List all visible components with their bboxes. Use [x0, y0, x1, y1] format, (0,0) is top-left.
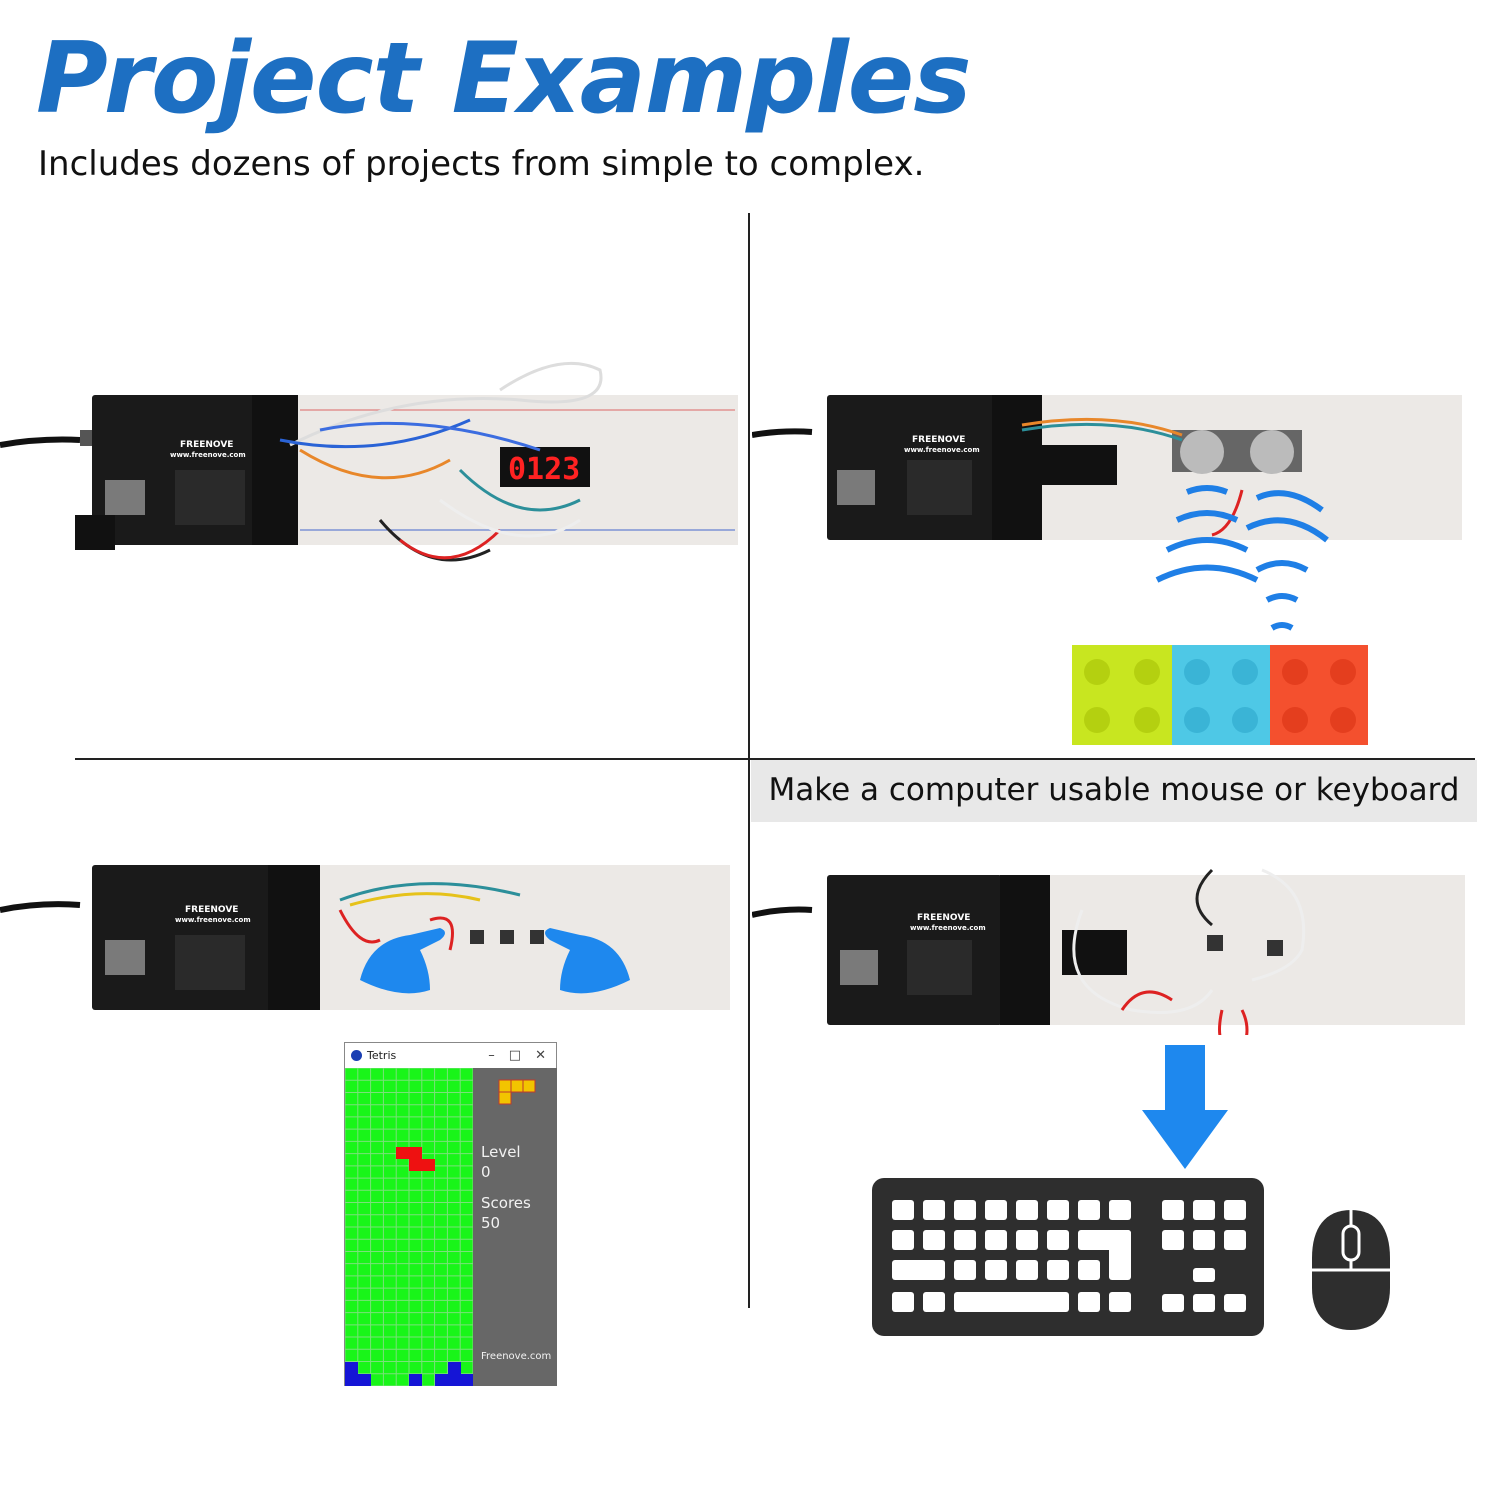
- panel-tetris-project: FREENOVE www.freenove.com: [0, 860, 745, 1020]
- board-url-2: www.freenove.com: [904, 446, 980, 454]
- keyboard-icon: [872, 1178, 1264, 1336]
- tetris-titlebar[interactable]: Tetris – □ ✕: [345, 1043, 556, 1068]
- tetris-window-title: Tetris: [367, 1049, 397, 1062]
- panel-hid-project: FREENOVE www.freenove.com: [752, 860, 1472, 1035]
- maximize-icon[interactable]: □: [508, 1048, 522, 1063]
- down-arrow-icon: [1140, 1045, 1230, 1170]
- callout-banner: Make a computer usable mouse or keyboard: [751, 760, 1477, 822]
- lego-brick-icon: [1072, 645, 1368, 745]
- display-digits: 0123: [508, 452, 580, 487]
- minimize-icon[interactable]: –: [488, 1048, 495, 1063]
- close-icon[interactable]: ✕: [535, 1048, 546, 1063]
- usb-cable-icon: [752, 428, 813, 438]
- usb-cable-icon: [752, 906, 813, 918]
- tetris-footer: Freenove.com: [481, 1351, 552, 1362]
- mouse-icon: [1310, 1208, 1392, 1332]
- next-piece-preview: [498, 1079, 536, 1105]
- score-value: 50: [481, 1214, 501, 1232]
- usb-cable-icon: [0, 436, 81, 448]
- app-icon: [351, 1050, 362, 1061]
- tetris-window[interactable]: Tetris – □ ✕ Level 0 Scores 50: [344, 1042, 557, 1386]
- usb-cable-icon: [0, 901, 81, 913]
- board-url: www.freenove.com: [170, 451, 246, 459]
- horizontal-divider: [75, 758, 1475, 760]
- vertical-divider: [748, 213, 750, 1308]
- sound-wave-icon: [1155, 485, 1329, 631]
- page-subtitle: Includes dozens of projects from simple …: [38, 144, 925, 184]
- board-brand-3: FREENOVE: [185, 905, 238, 915]
- level-value: 0: [481, 1163, 491, 1181]
- tetris-playfield: [345, 1068, 473, 1386]
- tetris-sidebar: Level 0 Scores 50 Freenove.com: [473, 1068, 557, 1386]
- board-brand: FREENOVE: [180, 440, 233, 450]
- seven-segment-display: [500, 447, 590, 487]
- board-url-3: www.freenove.com: [175, 916, 251, 924]
- score-label: Scores: [481, 1194, 531, 1212]
- settled-blocks: [345, 1362, 473, 1386]
- hand-pointer-icon: [360, 928, 630, 994]
- board-url-4: www.freenove.com: [910, 924, 986, 932]
- board-brand-2: FREENOVE: [912, 435, 965, 445]
- panel-ultrasonic-project: FREENOVE www.freenove.com: [752, 380, 1472, 750]
- page-title: Project Examples: [36, 22, 972, 136]
- board-brand-4: FREENOVE: [917, 913, 970, 923]
- panel-display-project: FREENOVE www.freenove.com 0123: [0, 350, 745, 590]
- falling-piece: [396, 1147, 435, 1171]
- level-label: Level: [481, 1143, 521, 1161]
